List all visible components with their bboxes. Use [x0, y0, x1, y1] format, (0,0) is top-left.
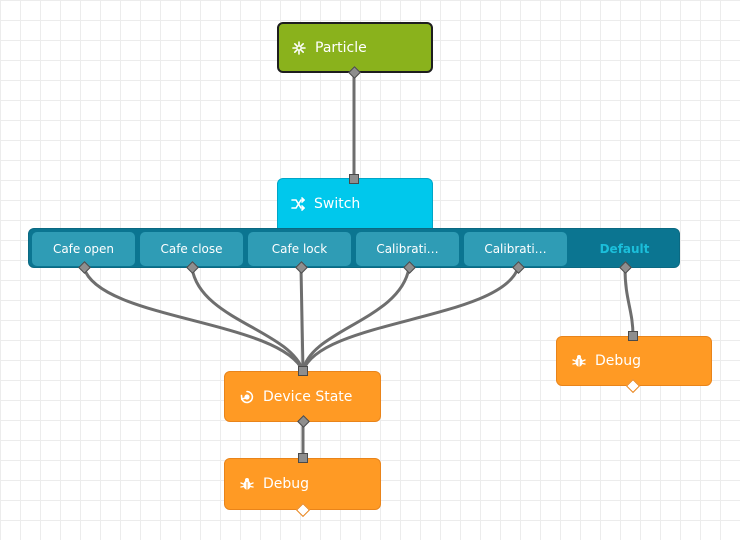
shuffle-icon — [291, 197, 305, 211]
particle-node[interactable]: Particle — [277, 22, 433, 73]
debug-node-default-label: Debug — [595, 353, 642, 369]
sparkle-icon — [292, 40, 306, 55]
switch-case-calibration-2[interactable]: Calibrati… — [464, 232, 567, 266]
switch-case-calibration-1[interactable]: Calibrati… — [356, 232, 459, 266]
debug-node-default[interactable]: Debug — [556, 336, 712, 386]
wire-default-debug — [623, 266, 635, 338]
debug-main-input-port[interactable] — [298, 453, 308, 463]
wire-case5-device-state — [301, 266, 520, 373]
switch-input-port[interactable] — [349, 174, 359, 184]
debug-default-input-port[interactable] — [628, 331, 638, 341]
debug-node-main-label: Debug — [263, 476, 310, 492]
switch-case-bar — [28, 228, 680, 268]
switch-node[interactable]: Switch — [277, 178, 433, 230]
switch-node-label: Switch — [314, 196, 361, 212]
device-state-input-port[interactable] — [298, 366, 308, 376]
bug-icon — [240, 477, 254, 491]
switch-case-cafe-open[interactable]: Cafe open — [32, 232, 135, 266]
bug-icon — [572, 354, 586, 368]
switch-case-cafe-close[interactable]: Cafe close — [140, 232, 243, 266]
wire-case4-device-state — [301, 266, 411, 373]
wire-case1-device-state — [82, 266, 305, 373]
debug-node-main[interactable]: Debug — [224, 458, 381, 510]
particle-node-label: Particle — [315, 39, 367, 56]
wire-case2-device-state — [190, 266, 305, 373]
device-state-icon — [240, 390, 254, 404]
switch-case-default[interactable]: Default — [599, 242, 650, 256]
switch-case-cafe-lock[interactable]: Cafe lock — [248, 232, 351, 266]
device-state-node-label: Device State — [263, 388, 353, 405]
wire-case3-device-state — [299, 266, 305, 373]
